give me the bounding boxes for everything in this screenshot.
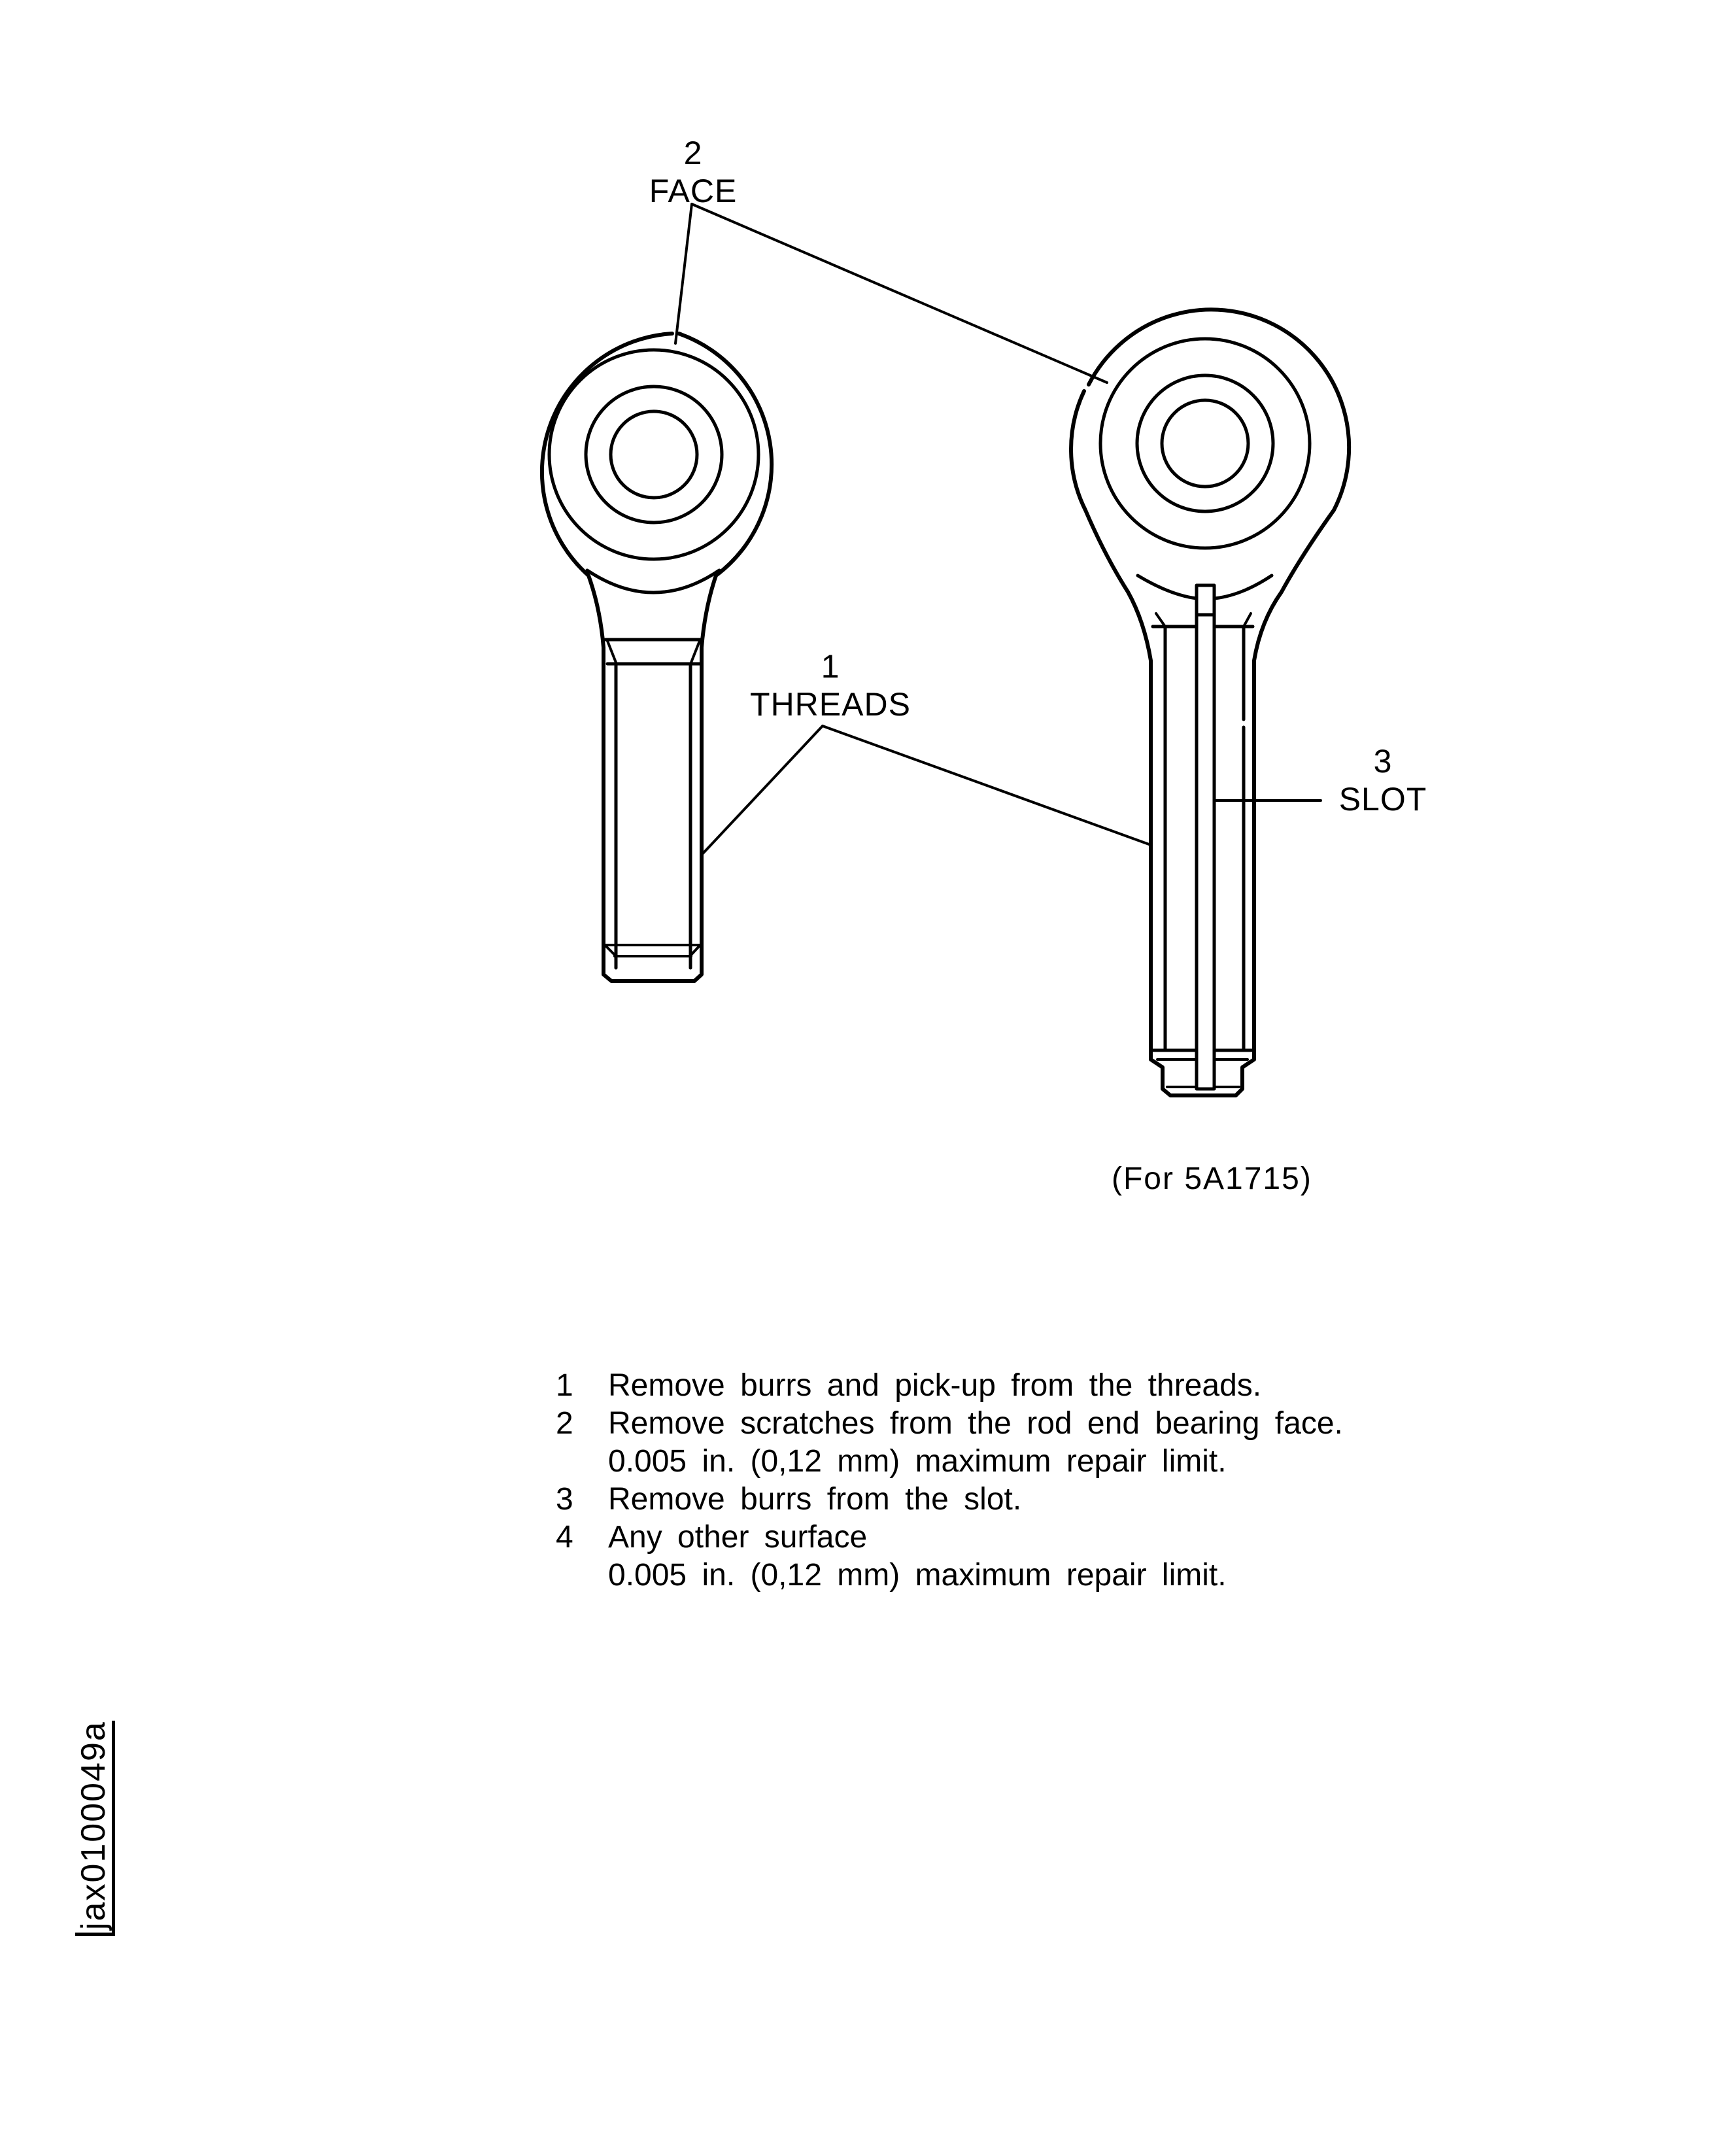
note-item: 4 Any other surface [556, 1519, 1343, 1557]
right-rod-end [1069, 307, 1352, 1097]
note-subtext: 0.005 in. (0,12 mm) maximum repair limit… [608, 1558, 1227, 1592]
callout-threads-label: THREADS [750, 686, 911, 723]
callout-face: 2 FACE [628, 134, 758, 210]
callout-slot-number: 3 [1373, 743, 1393, 780]
figure-id: jax0100049a [75, 1721, 115, 1936]
callout-face-number: 2 [683, 135, 703, 171]
left-rod-end [539, 332, 774, 983]
callout-slot: 3 SLOT [1327, 742, 1438, 818]
note-number: 2 [556, 1406, 573, 1441]
figure-caption: (For 5A1715) [1112, 1162, 1312, 1196]
note-number: 4 [556, 1520, 573, 1555]
note-number: 3 [556, 1482, 573, 1517]
leader-lines [674, 203, 1322, 855]
callout-face-label: FACE [649, 173, 738, 209]
note-subtext: 0.005 in. (0,12 mm) maximum repair limit… [608, 1444, 1227, 1479]
note-item: 3 Remove burrs from the slot. [556, 1481, 1343, 1519]
note-text: Remove burrs and pick-up from the thread… [608, 1368, 1262, 1403]
repair-notes: 1 Remove burrs and pick-up from the thre… [556, 1367, 1343, 1594]
note-text: Remove scratches from the rod end bearin… [608, 1406, 1343, 1441]
note-number: 1 [556, 1368, 573, 1403]
note-text: Remove burrs from the slot. [608, 1482, 1022, 1517]
note-item: 2 Remove scratches from the rod end bear… [556, 1405, 1343, 1443]
note-text: Any other surface [608, 1520, 868, 1555]
callout-threads-number: 1 [821, 648, 840, 685]
note-item: 1 Remove burrs and pick-up from the thre… [556, 1367, 1343, 1405]
callout-slot-label: SLOT [1338, 781, 1427, 817]
callout-threads: 1 THREADS [739, 647, 922, 723]
